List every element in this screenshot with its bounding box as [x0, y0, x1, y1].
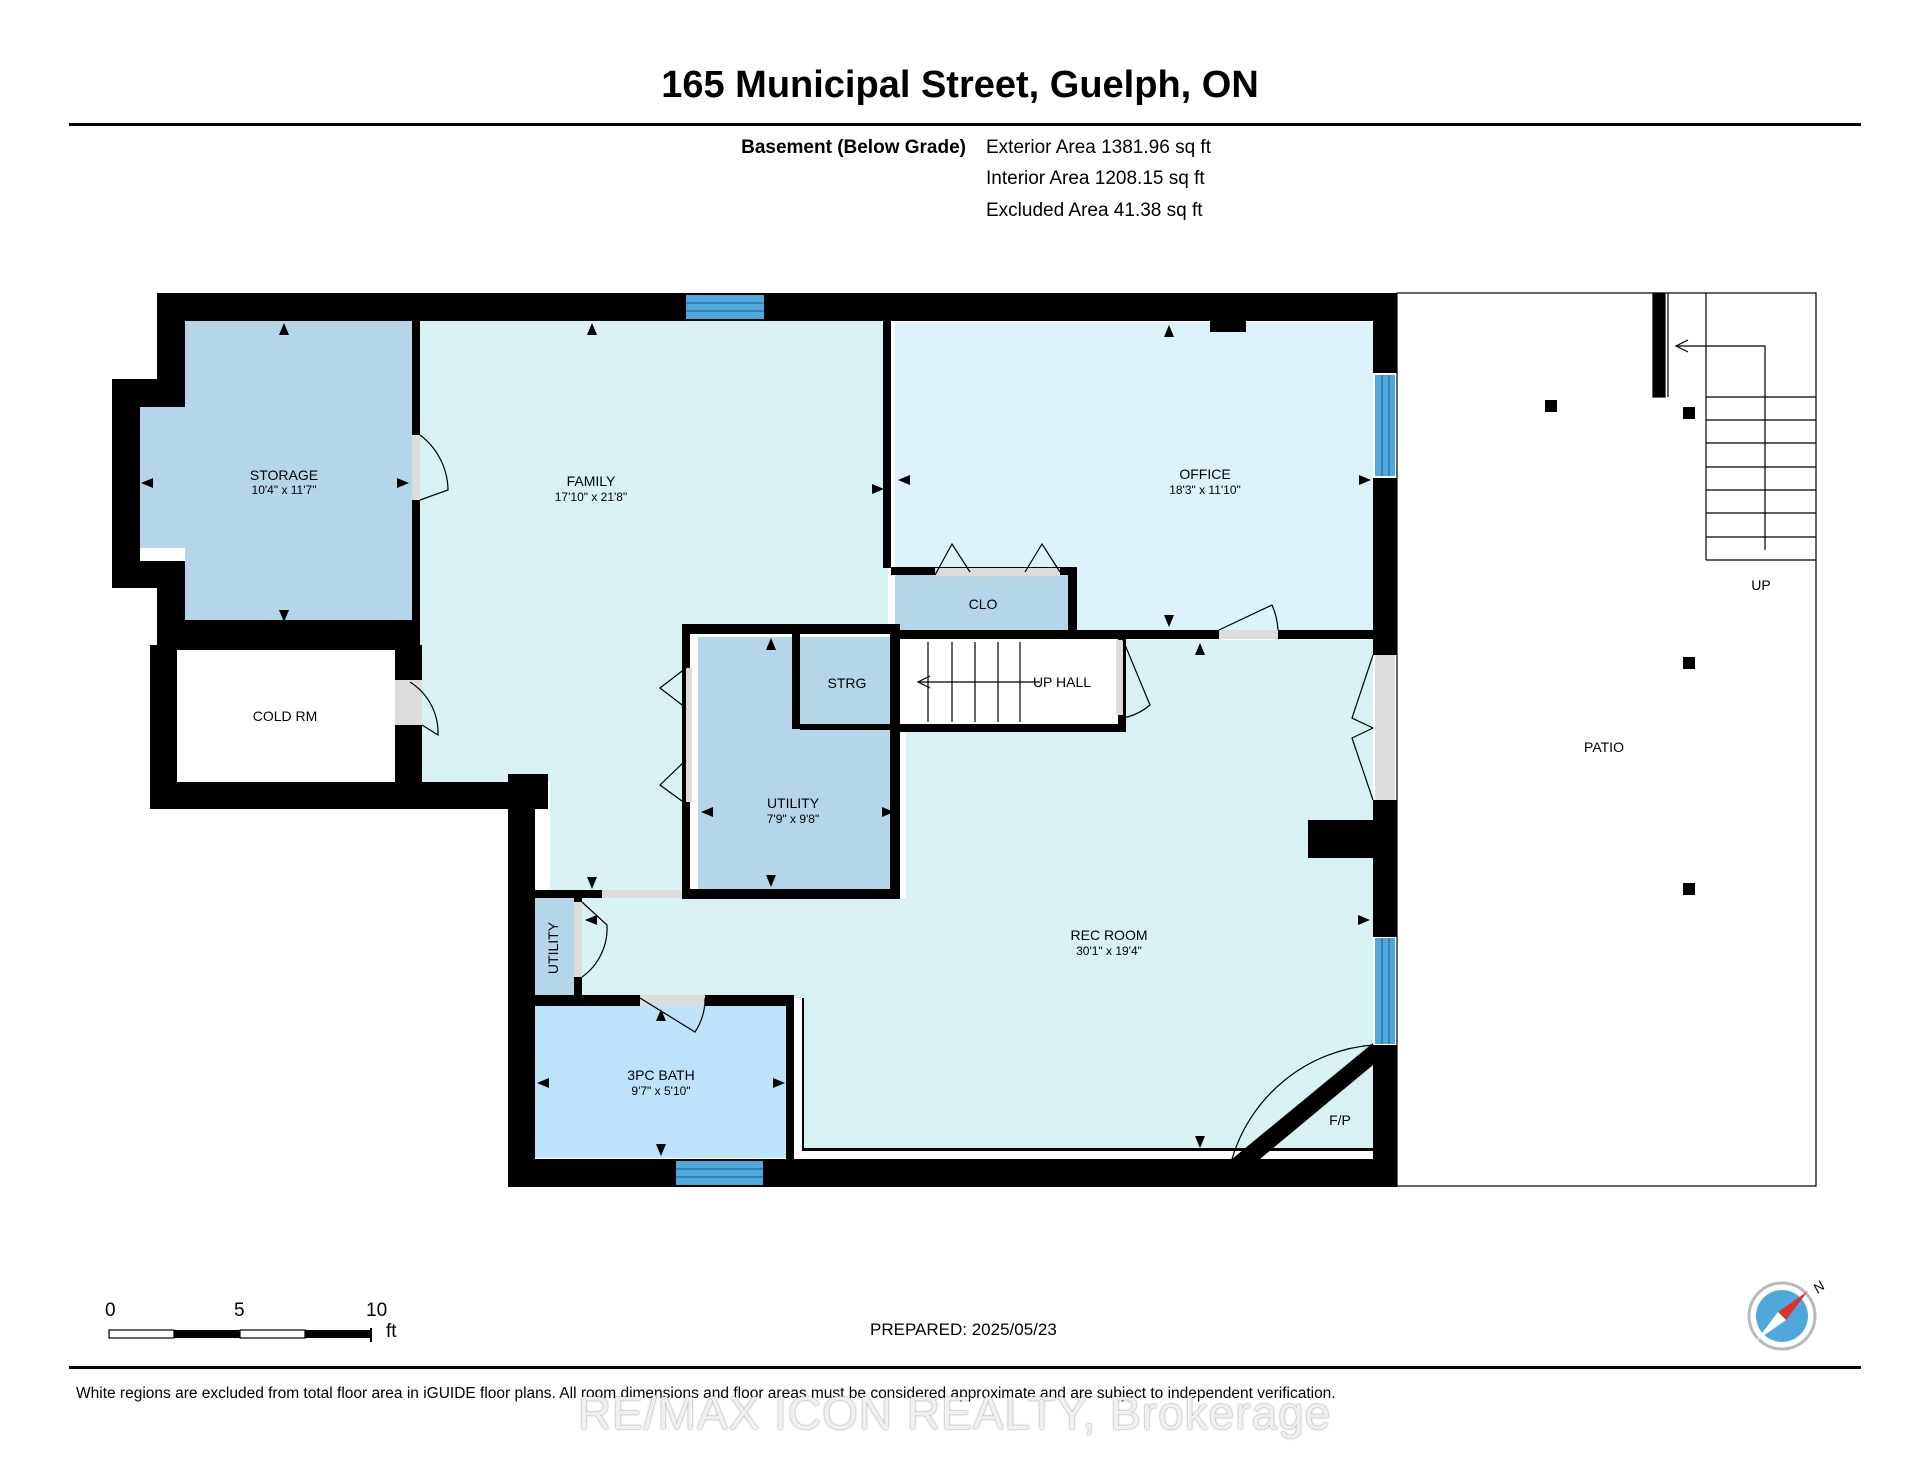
disclaimer: White regions are excluded from total fl… [76, 1385, 1336, 1402]
office-label: OFFICE [1179, 466, 1230, 482]
exterior-area: Exterior Area 1381.96 sq ft [986, 137, 1211, 158]
bath-label: 3PC BATH [627, 1067, 694, 1083]
scale-unit: ft [386, 1321, 397, 1342]
patio-posts [1545, 400, 1695, 895]
family-label: FAMILY [567, 473, 616, 489]
exterior-stairs [1652, 292, 1816, 561]
window-panes [676, 302, 1390, 1178]
cold-room [177, 650, 395, 782]
up-hall-label: UP HALL [1033, 674, 1091, 690]
compass-icon: N [1747, 1277, 1829, 1351]
cold-room-label: COLD RM [253, 708, 318, 724]
page-title: 165 Municipal Street, Guelph, ON [661, 64, 1259, 106]
office-dims: 18'3" x 11'10" [1169, 483, 1241, 497]
brokerage-watermark: RE/MAX ICON REALTY, Brokerage [578, 1387, 1332, 1439]
storage-room [138, 320, 412, 625]
utility-dims: 7'9" x 9'8" [767, 812, 819, 826]
bath-room [534, 1006, 788, 1158]
scale-label-10: 10 [366, 1300, 388, 1321]
footer-divider [69, 1366, 1861, 1369]
rec-room-label: REC ROOM [1071, 927, 1148, 943]
storage-closet [799, 637, 898, 728]
walls [112, 293, 1397, 1187]
level-name: Basement (Below Grade) [741, 137, 966, 158]
patio-area [1396, 292, 1817, 1187]
rec-room [582, 640, 1373, 1150]
closet-label: CLO [969, 596, 998, 612]
bath-dims: 9'7" x 5'10" [631, 1084, 690, 1098]
utility-closet [532, 898, 574, 996]
storage-label: STORAGE [250, 467, 318, 483]
patio-label: PATIO [1584, 739, 1624, 755]
interior-area: Interior Area 1208.15 sq ft [986, 168, 1205, 189]
fireplace-label: F/P [1329, 1112, 1351, 1128]
scale-label-0: 0 [105, 1300, 116, 1321]
closet [895, 575, 1070, 635]
utility-closet-label: UTILITY [545, 921, 561, 974]
scale-label-5: 5 [234, 1300, 245, 1321]
excluded-area: Excluded Area 41.38 sq ft [986, 200, 1203, 221]
utility-label: UTILITY [767, 795, 820, 811]
hall-stairs [916, 642, 1040, 722]
storage-closet-label: STRG [828, 675, 867, 691]
family-dims: 17'10" x 21'8" [555, 490, 628, 504]
doors [395, 434, 1395, 1160]
family-room [420, 320, 888, 890]
storage-dims: 10'4" x 11'7" [252, 483, 317, 497]
dimension-arrows [141, 323, 1371, 1156]
rec-room-dims: 30'1" x 19'4" [1076, 944, 1142, 958]
north-label: N [1810, 1277, 1829, 1296]
prepared-date: PREPARED: 2025/05/23 [870, 1320, 1057, 1339]
scale-bar [108, 1328, 372, 1342]
title-divider [69, 123, 1861, 126]
windows [676, 295, 1395, 1185]
stairs-up-label: UP [1751, 577, 1770, 593]
